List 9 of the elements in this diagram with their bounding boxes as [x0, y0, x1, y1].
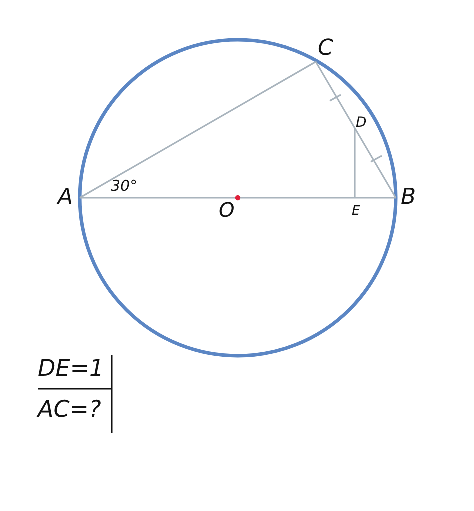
point-label: O — [219, 200, 235, 220]
point-label: C — [318, 38, 334, 60]
point-label: A — [58, 187, 74, 209]
question-equation: AC=? — [38, 399, 102, 422]
point-label: E — [352, 205, 360, 218]
given-equation: DE=1 — [38, 358, 104, 381]
point-label: D — [356, 116, 367, 130]
point-label: B — [401, 187, 416, 209]
angle-label: 30° — [111, 179, 138, 194]
